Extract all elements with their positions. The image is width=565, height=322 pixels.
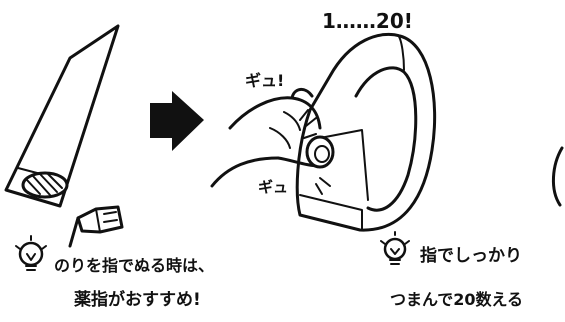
count-label: 1……20! <box>322 9 413 33</box>
tip-left-line1: のりを指でぬる時は、 <box>54 256 214 275</box>
partial-ring-edge <box>552 146 564 207</box>
paper-ring <box>295 32 437 232</box>
glue-tube <box>68 205 124 248</box>
hand <box>210 88 335 188</box>
squeeze-label-bottom: ギュ <box>258 178 288 196</box>
lightbulb-icon <box>380 231 410 265</box>
squeeze-marks <box>299 109 331 195</box>
right-arrow-icon <box>150 91 204 151</box>
lightbulb-icon <box>15 235 47 271</box>
squeeze-label-top: ギュ! <box>245 71 284 90</box>
glue-patch <box>21 171 69 199</box>
tip-right-line2: つまんで20数える <box>390 290 523 309</box>
tip-right-line1: 指でしっかり <box>420 245 522 266</box>
tip-left-line2: 薬指がおすすめ! <box>74 289 201 310</box>
